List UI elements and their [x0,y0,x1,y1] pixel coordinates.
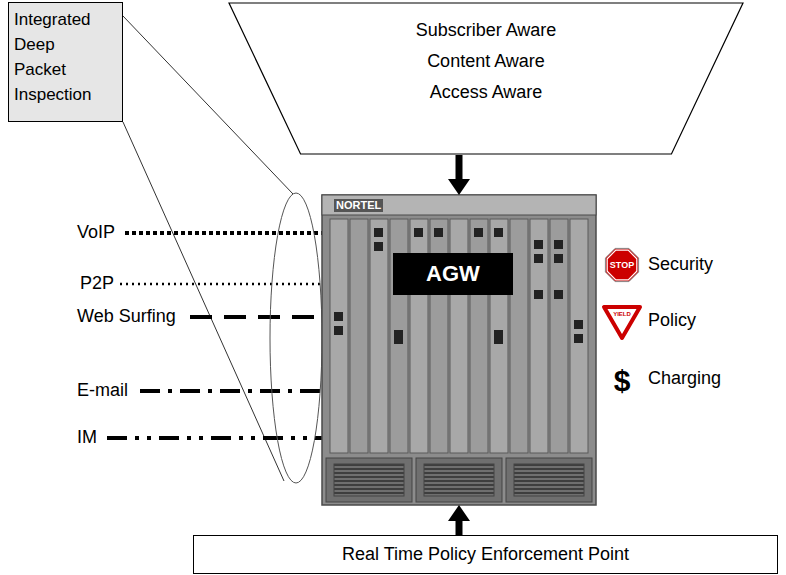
box-text: Real Time Policy Enforcement Point [194,536,777,573]
im-line [107,436,322,440]
flow-arrow [448,505,470,535]
chassis-ports-part [334,326,343,335]
awareness-text-group: Subscriber AwareContent AwareAccess Awar… [228,2,744,108]
traffic-lines [107,233,345,438]
inspection-ellipse [270,193,322,483]
brand-logo: NORTEL [334,199,383,212]
fan-trays-part [424,464,494,496]
chassis [322,195,596,505]
sign-text: YIELD [613,311,631,317]
awareness-funnel: Subscriber AwareContent AwareAccess Awar… [228,2,744,155]
chassis-cards-part [370,219,388,453]
chassis-ports-part [554,254,563,263]
chassis-ports-part [574,320,583,329]
fan-trays-part [326,458,412,502]
leader-line [123,122,284,481]
fan-trays-part [334,464,404,496]
device-label: AGW [426,261,480,287]
arrow-head [448,179,470,195]
p2p-line [120,283,322,286]
chassis-cards-part [550,219,568,453]
chassis-ports [334,228,583,344]
leader-lines [123,16,293,481]
chassis-ports-part [474,228,483,237]
traffic-label: P2P [80,273,114,295]
callout-text: Integrated Deep Packet Inspection [14,7,102,107]
voip-line [125,231,322,235]
stop-octagon [605,248,638,281]
chassis-ports-part [434,228,443,237]
chassis-body [322,195,596,505]
chassis-ports-part [494,330,503,344]
function-label: Policy [648,310,696,332]
chassis-ports-part [374,242,383,251]
chassis-ports-part [394,330,403,344]
sign-text: STOP [610,261,634,270]
fan-trays-part [416,458,502,502]
chassis-ports-part [534,254,543,263]
traffic-label: IM [77,427,97,449]
chassis-ports-part [374,228,383,237]
chassis-ports-part [534,290,543,299]
chassis-cards-part [350,219,368,453]
chassis-cards-part [530,219,548,453]
gateway-chassis: AGW [322,195,596,505]
awareness-text: Content Aware [228,46,744,77]
fan-trays-part [514,464,584,496]
awareness-text: Access Aware [228,77,744,108]
fan-trays [326,458,592,502]
traffic-label: Web Surfing [77,306,176,328]
awareness-text: Subscriber Aware [228,15,744,46]
chassis-ports-part [554,240,563,249]
chassis-cards [330,219,588,453]
stop-rim [607,250,637,280]
chassis-ports-part [414,228,423,237]
callout-text-group: Integrated Deep Packet Inspection [9,3,102,111]
fan-trays-part [506,458,592,502]
stop-sign [605,248,638,281]
chassis-ports-part [334,312,343,321]
chassis-ports-part [494,228,503,237]
arrow-head [448,505,470,521]
arrow-shaft [456,519,463,535]
email-line [140,389,322,393]
chassis-top [322,195,596,215]
traffic-label: VoIP [77,222,115,244]
function-label: Charging [648,368,721,390]
box-text-group: Real Time Policy Enforcement Point [194,536,777,573]
yield-sign [604,307,640,338]
chassis-cards-part [330,219,348,453]
chassis-ports-part [534,240,543,249]
device-label-group: AGW [393,253,513,295]
chassis-ports-part [554,290,563,299]
function-label: Security [648,254,713,276]
callout-box: Integrated Deep Packet Inspection [8,2,123,122]
enforcement-box: Real Time Policy Enforcement Point [193,535,778,574]
flow-arrow [448,155,470,195]
traffic-label: E-mail [77,380,128,402]
arrow-shaft [456,155,463,181]
chassis-ports-part [574,334,583,343]
currency-symbol: $ [614,366,631,396]
chassis-cards-part [570,219,588,453]
